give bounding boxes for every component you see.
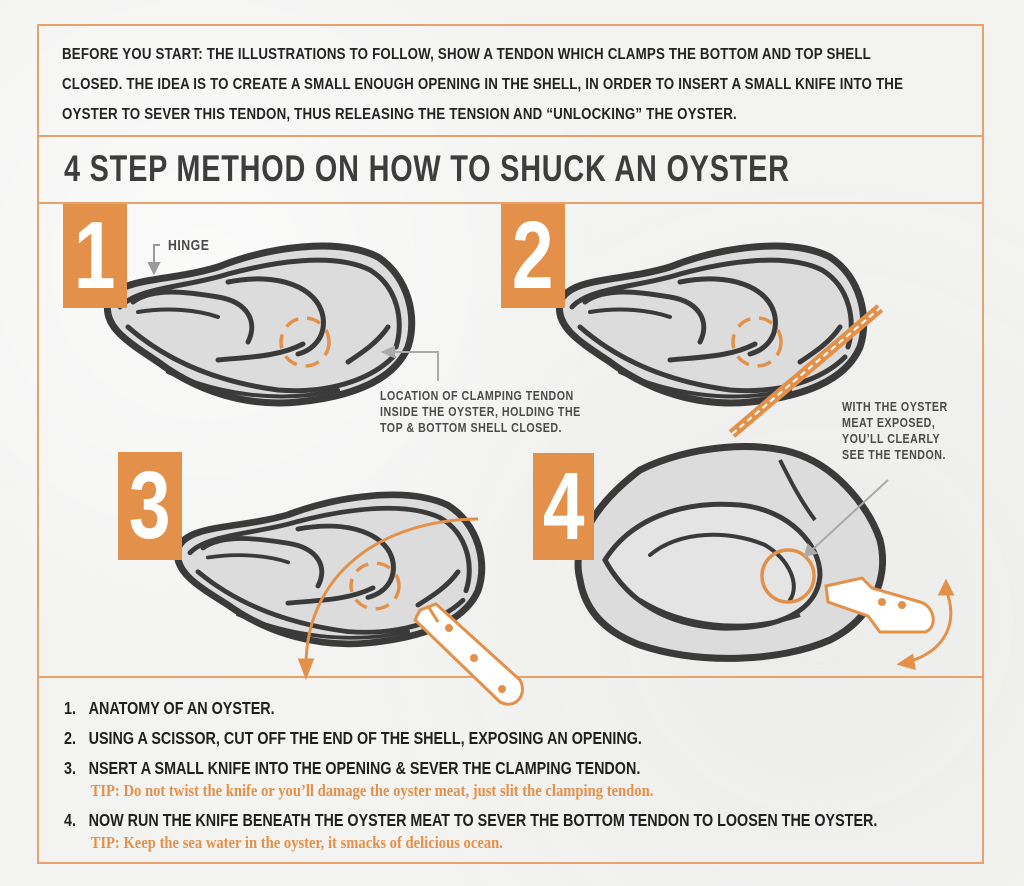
divider-title [37, 202, 984, 204]
oyster-step4 [574, 443, 887, 662]
step-number-3: 3 [118, 452, 182, 560]
knife-handle-step3 [413, 602, 524, 706]
step-item: 2. USING A SCISSOR, CUT OFF THE END OF TH… [64, 727, 966, 749]
step-item: 1. ANATOMY OF AN OYSTER. [64, 697, 966, 719]
step-number-label: 2 [512, 202, 554, 309]
step-number-1: 1 [63, 204, 127, 308]
step-number-label: 3 [129, 452, 171, 559]
steps-list: 1. ANATOMY OF AN OYSTER. 2. USING A SCISSO… [64, 697, 966, 861]
step-item: 4. NOW RUN THE KNIFE BENEATH THE OYSTER M… [64, 809, 966, 831]
label-line: SEE THE TENDON. [842, 447, 946, 462]
step-text: NOW RUN THE KNIFE BENEATH THE OYSTER MEA… [88, 810, 878, 830]
tendon-pointer-arrow-icon [380, 345, 439, 381]
step-number-label: 4 [542, 452, 585, 560]
step-tip: TIP: Keep the sea water in the oyster, i… [90, 833, 503, 852]
step-num: 1. [64, 698, 76, 718]
tendon-pointer-arrow-icon-step4 [803, 479, 889, 558]
step-text: ANATOMY OF AN OYSTER. [88, 698, 275, 718]
intro-line: BEFORE YOU START: THE ILLUSTRATIONS TO F… [62, 46, 872, 63]
step-num: 4. [64, 810, 76, 830]
intro-line: OYSTER TO SEVER THIS TENDON, THUS RELEAS… [62, 106, 737, 123]
divider-intro [37, 135, 984, 137]
hinge-arrow-icon [147, 244, 161, 276]
tendon-location-label: LOCATION OF CLAMPING TENDON INSIDE THE O… [380, 388, 581, 436]
step-num: 2. [64, 728, 76, 748]
step-item: 3. NSERT A SMALL KNIFE INTO THE OPENING &… [64, 757, 966, 779]
oyster-step2 [559, 246, 863, 403]
label-line: LOCATION OF CLAMPING TENDON [380, 388, 574, 403]
step-num: 3. [64, 758, 76, 778]
cut-line-icon [728, 304, 884, 438]
rotate-arrow-step3 [297, 517, 479, 681]
rotate-arrow-step4 [896, 578, 955, 671]
page-title: 4 STEP METHOD ON HOW TO SHUCK AN OYSTER [64, 148, 790, 189]
tendon-exposed-label: WITH THE OYSTER MEAT EXPOSED, YOU’LL CLE… [842, 399, 948, 463]
label-line: MEAT EXPOSED, [842, 415, 936, 430]
knife-handle-step4 [824, 576, 935, 634]
step-tip: TIP: Do not twist the knife or you’ll da… [90, 781, 654, 800]
label-line: WITH THE OYSTER [842, 399, 948, 414]
intro-text: BEFORE YOU START: THE ILLUSTRATIONS TO F… [62, 40, 972, 130]
step-number-label: 1 [74, 202, 116, 309]
label-line: YOU’LL CLEARLY [842, 431, 941, 446]
step-text: USING A SCISSOR, CUT OFF THE END OF THE … [88, 728, 642, 748]
step-number-4: 4 [533, 453, 594, 560]
label-line: INSIDE THE OYSTER, HOLDING THE [380, 404, 581, 419]
step-text: NSERT A SMALL KNIFE INTO THE OPENING & S… [88, 758, 641, 778]
infographic-frame [37, 24, 984, 864]
intro-line: CLOSED. THE IDEA IS TO CREATE A SMALL EN… [62, 76, 904, 93]
step-number-2: 2 [501, 204, 565, 308]
hinge-label: HINGE [168, 237, 210, 254]
label-line: TOP & BOTTOM SHELL CLOSED. [380, 420, 562, 435]
